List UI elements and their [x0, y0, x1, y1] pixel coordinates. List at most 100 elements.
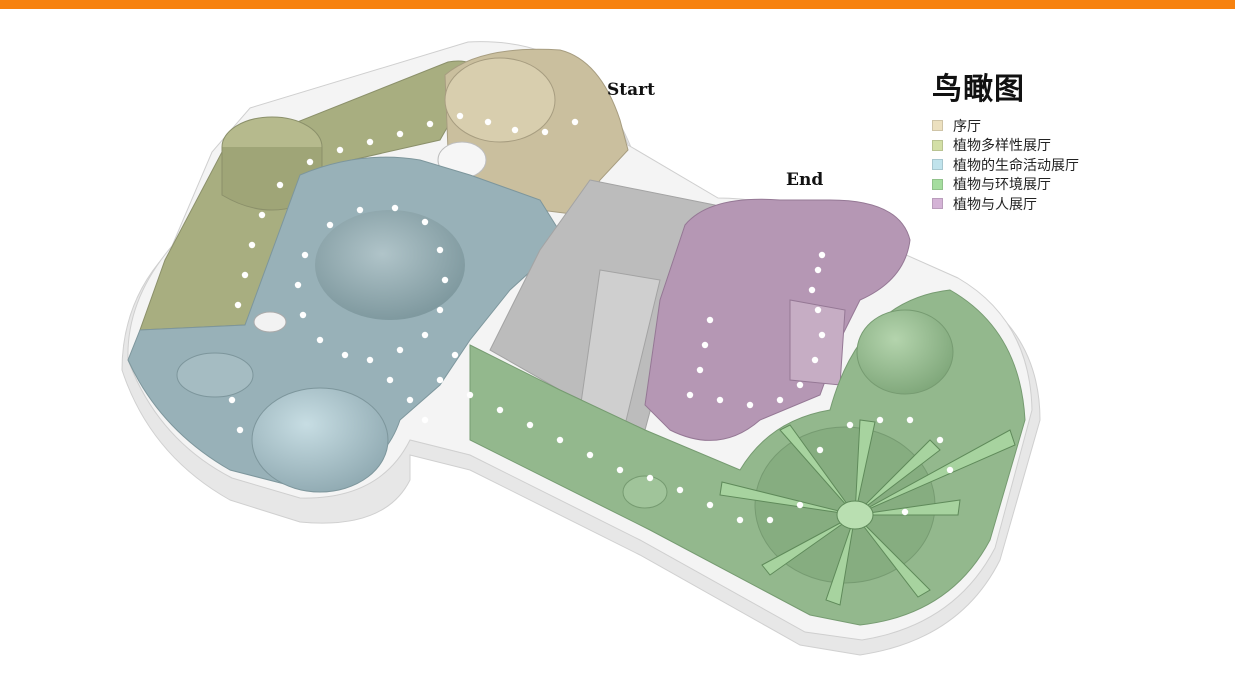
route-dot	[326, 221, 334, 229]
route-dot	[234, 301, 242, 309]
legend-swatch	[932, 139, 943, 151]
route-dot	[228, 396, 236, 404]
legend-label: 植物与环境展厅	[953, 177, 1051, 194]
legend-item-1: 植物多样性展厅	[932, 136, 1079, 156]
environment-sculpture-petals	[719, 419, 1016, 606]
route-dot	[816, 446, 824, 454]
route-dot	[796, 501, 804, 509]
environment-planter	[622, 475, 668, 509]
route-dot	[586, 451, 594, 459]
route-dot	[776, 396, 784, 404]
route-dot	[814, 306, 822, 314]
legend-item-4: 植物与人展厅	[932, 194, 1079, 214]
route-dot	[316, 336, 324, 344]
route-dot	[391, 204, 399, 212]
foyer-rotunda	[444, 57, 556, 143]
legend-title: 鸟瞰图	[932, 72, 1025, 107]
end-label: End	[786, 170, 824, 190]
route-dot	[421, 331, 429, 339]
route-dot	[706, 501, 714, 509]
legend-swatch	[932, 159, 943, 171]
route-dot	[294, 281, 302, 289]
route-dot	[846, 421, 854, 429]
route-dot	[236, 426, 244, 434]
legend: 鸟瞰图 序厅 植物多样性展厅 植物的生命活动展厅 植物与环境展厅 植物与人展厅	[932, 64, 1079, 214]
top-accent-bar	[0, 0, 1235, 9]
route-dot	[646, 474, 654, 482]
route-dot	[906, 416, 914, 424]
route-dot	[436, 246, 444, 254]
route-dot	[946, 466, 954, 474]
route-dot	[686, 391, 694, 399]
central-tree	[315, 210, 465, 320]
route-dot	[526, 421, 534, 429]
route-dot	[616, 466, 624, 474]
route-dot	[766, 516, 774, 524]
life-column	[253, 311, 287, 333]
route-dot	[341, 351, 349, 359]
route-dot	[571, 118, 579, 126]
route-dot	[301, 251, 309, 259]
route-dot	[356, 206, 364, 214]
route-dot	[366, 138, 374, 146]
route-dot	[336, 146, 344, 154]
route-dot	[366, 356, 374, 364]
legend-label: 植物的生命活动展厅	[953, 157, 1079, 174]
legend-label: 植物与人展厅	[953, 196, 1037, 213]
route-dot	[258, 211, 266, 219]
route-dot	[701, 341, 709, 349]
route-dot	[746, 401, 754, 409]
route-dot	[676, 486, 684, 494]
route-dot	[876, 416, 884, 424]
route-dot	[808, 286, 816, 294]
environment-dome	[856, 309, 954, 395]
route-dot	[496, 406, 504, 414]
legend-item-2: 植物的生命活动展厅	[932, 155, 1079, 175]
zone-human-hall	[644, 198, 911, 441]
route-dot	[421, 218, 429, 226]
route-dot	[818, 331, 826, 339]
route-dot	[706, 316, 714, 324]
route-dot	[306, 158, 314, 166]
route-dot	[511, 126, 519, 134]
route-dot	[396, 346, 404, 354]
visitor-route	[228, 112, 954, 524]
route-dot	[276, 181, 284, 189]
route-dot	[421, 416, 429, 424]
start-label: Start	[607, 80, 655, 100]
route-dot	[436, 376, 444, 384]
route-dot	[299, 311, 307, 319]
route-dot	[436, 306, 444, 314]
legend-swatch	[932, 120, 943, 132]
route-dot	[426, 120, 434, 128]
route-dot	[818, 251, 826, 259]
route-dot	[484, 118, 492, 126]
legend-label: 序厅	[953, 118, 981, 135]
legend-item-0: 序厅	[932, 116, 1079, 136]
legend-swatch	[932, 198, 943, 210]
route-dot	[541, 128, 549, 136]
route-dot	[396, 130, 404, 138]
route-dot	[406, 396, 414, 404]
route-dot	[456, 112, 464, 120]
route-dot	[466, 391, 474, 399]
route-dot	[796, 381, 804, 389]
route-dot	[814, 266, 822, 274]
route-dot	[811, 356, 819, 364]
route-dot	[736, 516, 744, 524]
route-dot	[901, 508, 909, 516]
life-sphere-cutaway	[176, 352, 254, 398]
legend-item-3: 植物与环境展厅	[932, 175, 1079, 195]
route-dot	[936, 436, 944, 444]
legend-swatch	[932, 178, 943, 190]
route-dot	[451, 351, 459, 359]
sculpture-center	[836, 500, 874, 530]
route-dot	[386, 376, 394, 384]
route-dot	[248, 241, 256, 249]
route-dot	[556, 436, 564, 444]
legend-label: 植物多样性展厅	[953, 138, 1051, 155]
route-dot	[441, 276, 449, 284]
route-dot	[716, 396, 724, 404]
route-dot	[241, 271, 249, 279]
